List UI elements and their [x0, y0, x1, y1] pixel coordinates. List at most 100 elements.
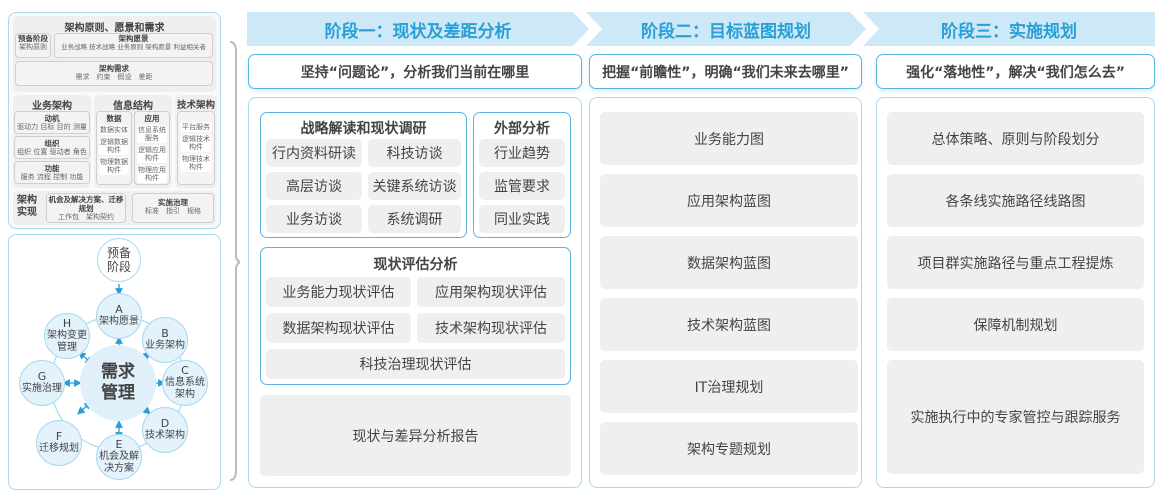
external-item[interactable]: 同业实践: [479, 205, 565, 233]
blueprint-item[interactable]: 业务能力图: [600, 112, 858, 165]
node-label: 架构愿景: [99, 316, 139, 327]
requirements-center[interactable]: 需求管理: [80, 345, 156, 421]
node-letter: E: [115, 438, 123, 451]
strategy-item-label: 行内资料研读: [272, 146, 356, 162]
b-title: 组织: [44, 139, 60, 148]
bracket: [229, 41, 240, 481]
a-item: 信息系统服务: [137, 125, 167, 143]
node-letter: B: [161, 327, 169, 340]
node-letter: C: [181, 364, 189, 377]
g-title: 实施治理: [158, 198, 188, 207]
o-title: 机会及解决方案、迁移规划: [48, 195, 124, 213]
strategy-item[interactable]: 系统调研: [368, 205, 461, 233]
g-text: 标准 指引 规格: [145, 207, 201, 215]
implementation-item-label: 总体策略、原则与阶段划分: [931, 131, 1100, 148]
motivation-box: 动机驱动力 目标 目的 测量: [14, 111, 90, 134]
data-box: 数据 数据实体逻辑数据构件物理数据构件: [96, 111, 132, 185]
phase-3-title: 阶段三：实施规划: [941, 21, 1077, 42]
strategy-item[interactable]: 业务访谈: [266, 205, 362, 233]
eval-item-label: 应用架构现状评估: [435, 285, 547, 301]
eval-item[interactable]: 科技治理现状评估: [266, 349, 565, 379]
prep-label: 预备阶段: [106, 246, 131, 274]
req-title: 架构需求: [99, 64, 129, 73]
vision-box: 架构愿景业务战略 技术战略 业务原则 架构愿景 利益相关者: [54, 33, 213, 58]
blueprint-item-label: 应用架构蓝图: [687, 193, 771, 210]
report-label: 现状与差异分析报告: [352, 428, 479, 445]
t-item: 物理技术构件: [180, 154, 212, 172]
node-label: 架构变更管理: [47, 330, 87, 353]
b-title: 功能: [44, 164, 60, 173]
node-letter: H: [62, 317, 72, 330]
blueprint-item[interactable]: 技术架构蓝图: [600, 298, 858, 351]
eval-item[interactable]: 技术架构现状评估: [417, 313, 565, 343]
node-letter: D: [160, 417, 170, 430]
strategy-item[interactable]: 行内资料研读: [266, 139, 362, 167]
eval-item[interactable]: 业务能力现状评估: [266, 277, 411, 307]
blueprint-item[interactable]: 应用架构蓝图: [600, 174, 858, 227]
implementation-item[interactable]: 保障机制规划: [887, 298, 1144, 351]
function-box: 功能服务 流程 控制 功能: [14, 161, 90, 184]
blueprint-item[interactable]: 数据架构蓝图: [600, 236, 858, 289]
node-label: 迁移规划: [39, 443, 79, 454]
strategy-item-label: 业务访谈: [286, 212, 342, 228]
technology-architecture: 技术架构 平台服务逻辑技术构件物理技术构件: [175, 95, 217, 188]
phase-2-title: 阶段二：目标蓝图规划: [641, 21, 811, 42]
external-item-label: 同业实践: [494, 212, 550, 228]
eval-item[interactable]: 应用架构现状评估: [417, 277, 565, 307]
d-item: 数据实体: [99, 125, 129, 135]
slogan-text: 坚持“问题论”，分析我们当前在哪里: [300, 64, 530, 81]
eval-item-label: 科技治理现状评估: [359, 357, 472, 373]
eval-item-label: 业务能力现状评估: [282, 285, 395, 301]
slogan-text: 把握“前瞻性”，明确“我们未来去哪里”: [602, 64, 849, 81]
phase-2-header: 阶段二：目标蓝图规划: [586, 12, 866, 46]
external-item-label: 监管要求: [494, 179, 550, 195]
t-item: 平台服务: [180, 122, 212, 132]
gap-analysis-report[interactable]: 现状与差异分析报告: [260, 395, 571, 476]
b-text: 组织 位置 驱动者 角色: [17, 148, 87, 156]
blueprint-item-label: IT治理规划: [694, 379, 764, 396]
d-item: 物理数据构件: [99, 157, 129, 175]
impl-title: 架构实现: [17, 195, 37, 218]
blueprint-item[interactable]: 架构专题规划: [600, 422, 858, 475]
b-text: 服务 流程 控制 功能: [20, 173, 84, 181]
strategy-item-label: 科技访谈: [386, 146, 443, 162]
blueprint-item[interactable]: IT治理规划: [600, 360, 858, 413]
architecture-realization: 架构实现 机会及解决方案、迁移规划工作包 架构契约 实施治理标准 指引 规格: [13, 191, 216, 225]
strategy-title: 战略解读和现状调研: [300, 121, 427, 137]
implementation-item[interactable]: 各条线实施路径线路图: [887, 174, 1144, 227]
eval-item[interactable]: 数据架构现状评估: [266, 313, 411, 343]
phase-3-header: 阶段三：实施规划: [863, 12, 1155, 46]
blueprint-item-label: 技术架构蓝图: [687, 317, 771, 334]
external-title: 外部分析: [494, 121, 550, 137]
phase-3-slogan: 强化“落地性”，解决“我们怎么去”: [876, 54, 1155, 89]
strategy-item[interactable]: 高层访谈: [266, 172, 362, 200]
strategy-item[interactable]: 科技访谈: [368, 139, 461, 167]
a-item: 逻辑应用构件: [137, 145, 167, 163]
blueprint-item-label: 业务能力图: [694, 131, 764, 148]
implementation-item[interactable]: 实施执行中的专家管控与跟踪服务: [887, 360, 1144, 474]
d-item: 逻辑数据构件: [99, 137, 129, 155]
implementation-item[interactable]: 项目群实施路径与重点工程提炼: [887, 236, 1144, 289]
strategy-item[interactable]: 关键系统访谈: [368, 172, 461, 200]
external-item[interactable]: 监管要求: [479, 172, 565, 200]
prep-phase-node[interactable]: 预备阶段: [97, 238, 141, 282]
b-title: 动机: [44, 114, 60, 123]
b-text: 驱动力 目标 目的 测量: [17, 123, 87, 131]
phase-2-slogan: 把握“前瞻性”，明确“我们未来去哪里”: [589, 54, 862, 89]
external-item[interactable]: 行业趋势: [479, 139, 565, 167]
blueprint-item-label: 数据架构蓝图: [687, 255, 771, 272]
biz-title: 业务架构: [32, 101, 72, 112]
togaf-content-panel: 架构原则、愿景和需求 预备阶段架构原则 架构愿景业务战略 技术战略 业务原则 架…: [8, 12, 221, 229]
tech-box: 平台服务逻辑技术构件物理技术构件: [177, 111, 215, 185]
implementation-item-label: 各条线实施路径线路图: [945, 193, 1086, 210]
strategy-item-label: 系统调研: [386, 212, 443, 228]
implementation-item[interactable]: 总体策略、原则与阶段划分: [887, 112, 1144, 165]
